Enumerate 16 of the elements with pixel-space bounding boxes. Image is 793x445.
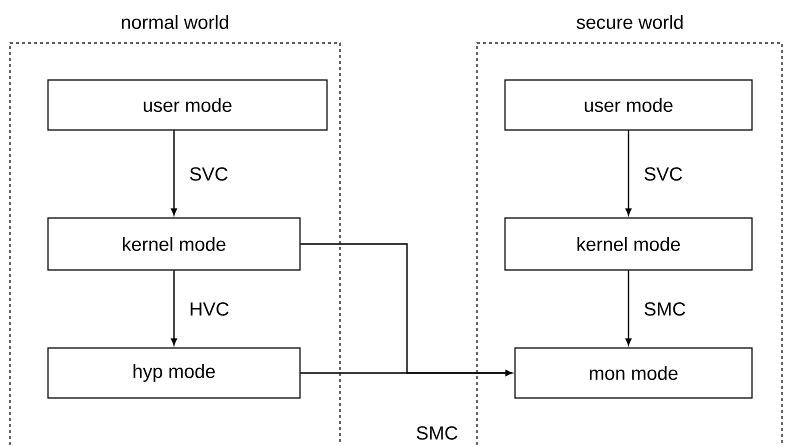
arrow xyxy=(171,270,177,346)
arrow xyxy=(300,370,512,376)
arrow xyxy=(626,270,632,346)
edge-label: SVC xyxy=(644,167,682,181)
mode-box: kernel mode xyxy=(47,217,301,271)
edge-label: SMC xyxy=(416,426,458,440)
mode-box: kernel mode xyxy=(504,217,753,271)
mode-box: user mode xyxy=(47,79,328,131)
arrow xyxy=(171,130,177,216)
edge-label: SVC xyxy=(190,167,228,181)
arrow xyxy=(626,130,632,216)
edge-label: SMC xyxy=(644,302,686,316)
mode-box: mon mode xyxy=(514,347,753,399)
mode-box: user mode xyxy=(504,79,753,131)
mode-box: hyp mode xyxy=(47,347,301,399)
edge-label: HVC xyxy=(190,302,229,316)
